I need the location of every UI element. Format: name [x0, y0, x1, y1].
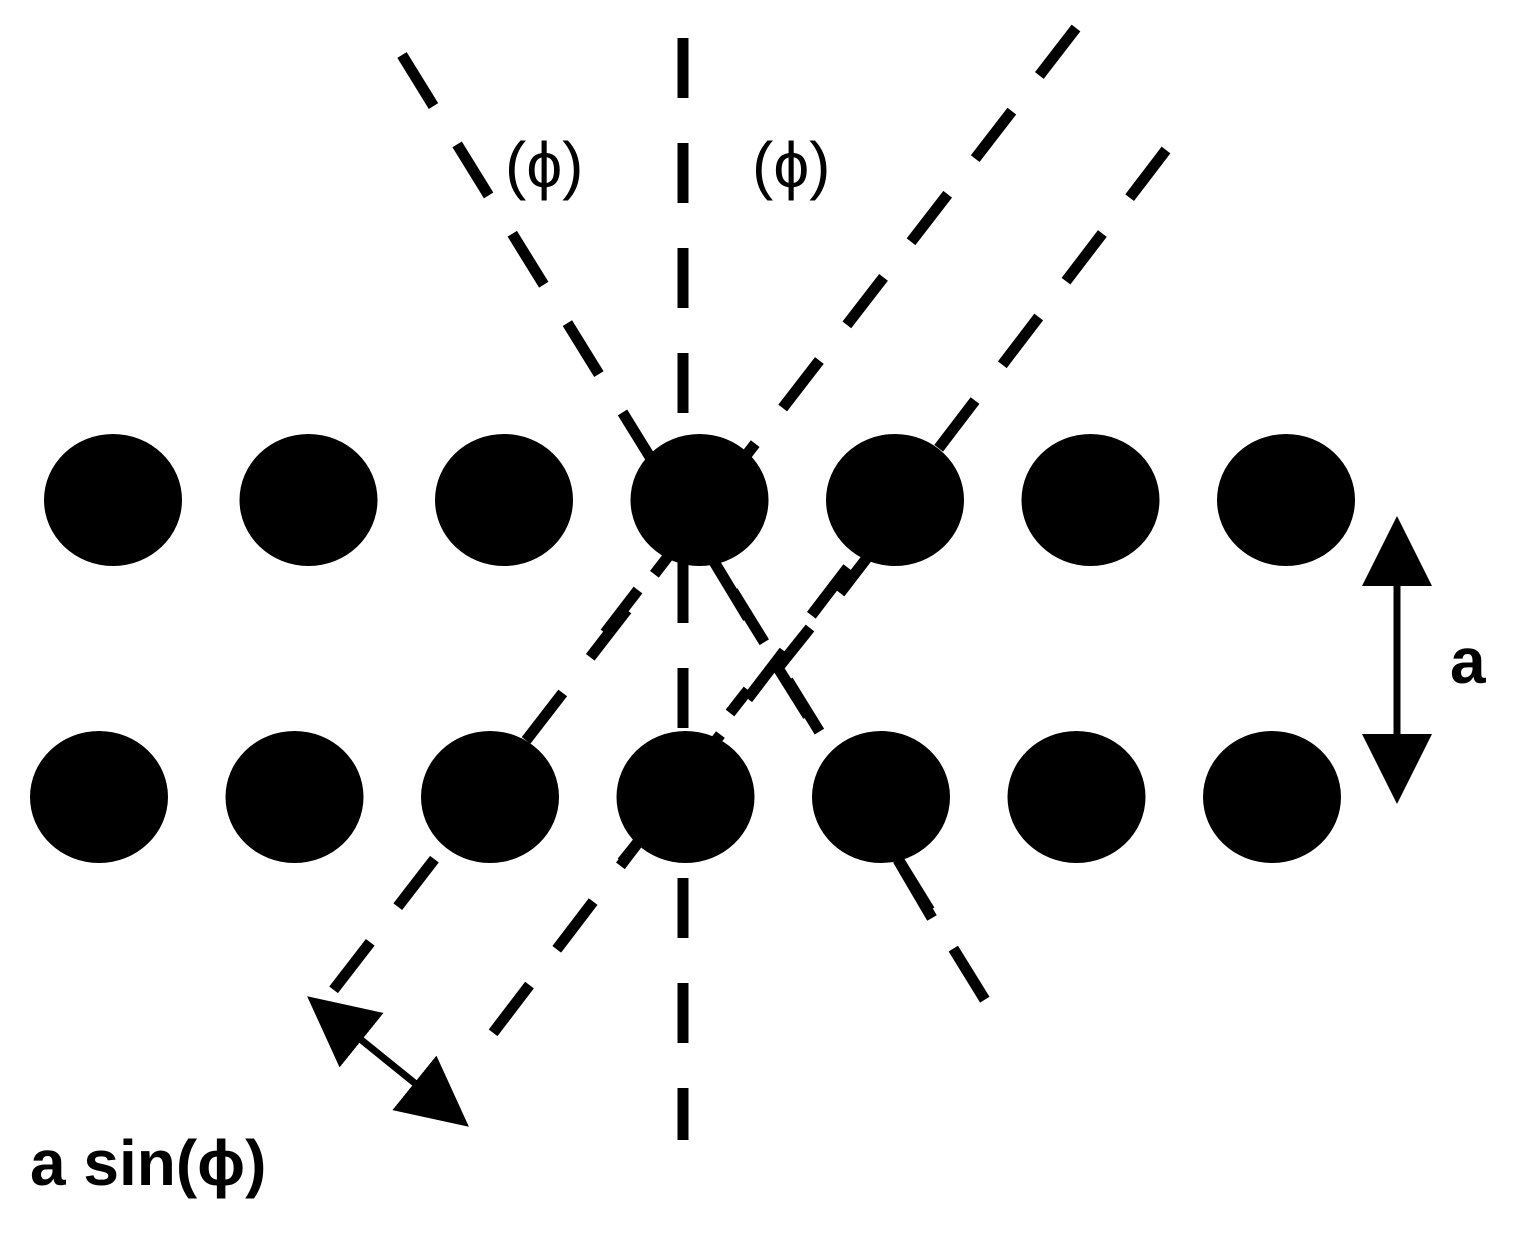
overlay-dash-2: [708, 557, 753, 621]
overlay-dash-5: [617, 838, 643, 866]
spacing-label: a: [1450, 625, 1486, 697]
overlay-dash-4: [835, 546, 878, 597]
atom-bottom-7: [1203, 731, 1341, 863]
atom-bottom-2: [225, 731, 364, 863]
path-difference-arrow: [307, 996, 469, 1127]
path-difference-label: a sin(ϕ): [30, 1127, 266, 1199]
atom-bottom-3: [421, 731, 559, 863]
atom-bottom-4: [616, 731, 755, 863]
atom-top-5: [826, 434, 964, 566]
atom-bottom-1: [30, 731, 168, 863]
atom-top-3: [435, 434, 573, 566]
overlay-dash-7: [725, 686, 753, 717]
atom-top-7: [1217, 434, 1355, 566]
right-angle-marker: [771, 624, 815, 719]
atom-bottom-5: [812, 731, 950, 863]
angle-label-left: (ϕ): [505, 129, 583, 201]
overlay-dashes: [600, 545, 937, 921]
dashed-lines: [313, 24, 1171, 1140]
atom-row-bottom: [30, 731, 1341, 863]
atom-top-6: [1021, 434, 1160, 566]
diffracted-ray-lower-line: [475, 146, 1171, 1054]
atom-top-1: [44, 434, 182, 566]
angle-label-right: (ϕ): [752, 129, 830, 201]
overlay-dash-3: [600, 586, 643, 637]
atom-row-top: [44, 434, 1355, 566]
overlay-dash-6: [893, 857, 937, 921]
atom-top-2: [239, 434, 378, 566]
atom-bottom-6: [1007, 731, 1146, 863]
atom-top-4: [630, 434, 769, 566]
